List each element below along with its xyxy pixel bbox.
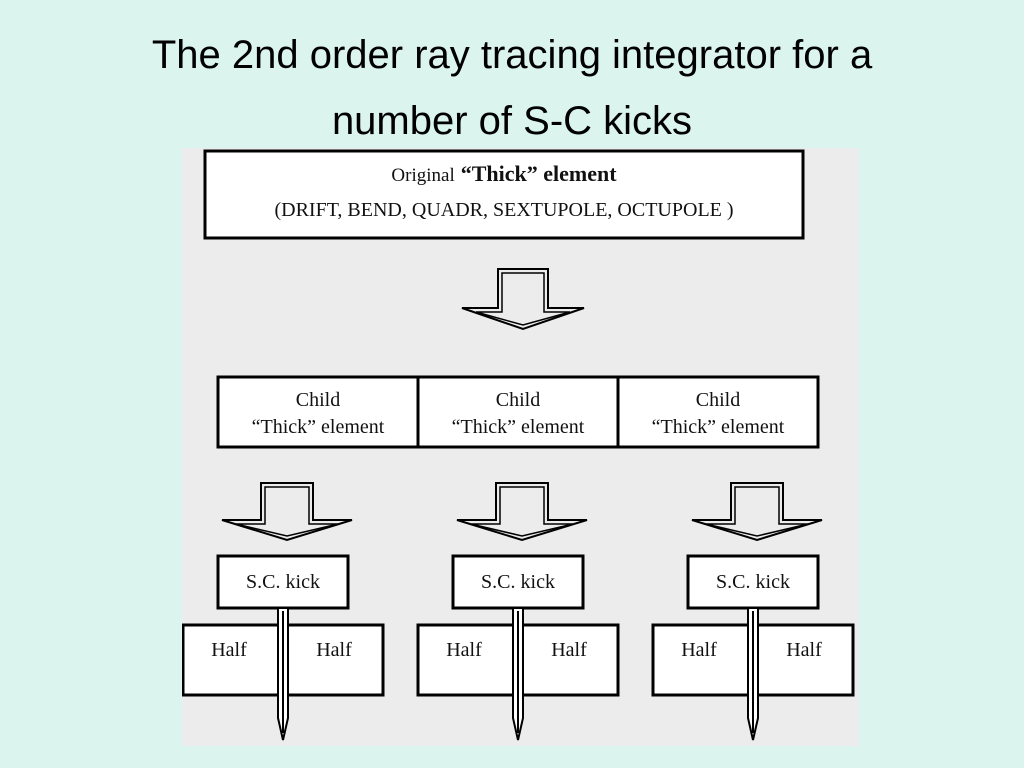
sc-kick-label: S.C. kick: [716, 571, 790, 593]
half-step-box-left: [416, 623, 520, 697]
half-step-box-right: [516, 623, 620, 697]
diagram-canvas: Original “Thick” element (DRIFT, BEND, QU…: [182, 149, 855, 741]
original-label: Original: [391, 165, 454, 186]
half-label: Half: [786, 639, 822, 661]
small-down-arrow-icon: [691, 482, 823, 542]
child-label: Child: [696, 389, 740, 411]
child-thick-label: “Thick” element: [652, 416, 785, 438]
original-element-title: Original “Thick” element: [391, 161, 617, 186]
half-label: Half: [211, 639, 247, 661]
sc-kick-box: [451, 554, 585, 610]
title-line-2: number of S-C kicks: [331, 99, 693, 143]
big-down-arrow-icon: [461, 268, 585, 331]
half-step-box-left: [651, 623, 755, 697]
small-down-arrow-icon: [456, 482, 588, 542]
slide-title: The 2nd order ray tracing integrator for…: [0, 22, 1024, 154]
half-label: Half: [446, 639, 482, 661]
child-thick-label: “Thick” element: [452, 416, 585, 438]
small-down-arrow-icon: [221, 482, 353, 542]
half-label: Half: [681, 639, 717, 661]
half-label: Half: [551, 639, 587, 661]
half-step-box-right: [751, 623, 855, 697]
child-element-row: Child “Thick” element Child “Thick” elem…: [216, 375, 820, 449]
sc-kick-box: [686, 554, 820, 610]
kick-group: S.C. kick Half Half: [416, 554, 620, 741]
thick-element-label: “Thick” element: [461, 161, 617, 186]
diagram-figure: Original “Thick” element (DRIFT, BEND, QU…: [182, 148, 859, 746]
kick-group: S.C. kick Half Half: [182, 554, 385, 741]
child-element-box: [216, 375, 420, 449]
half-label: Half: [316, 639, 352, 661]
half-step-box-left: [182, 623, 285, 697]
child-element-box: [416, 375, 620, 449]
sc-kick-label: S.C. kick: [246, 571, 320, 593]
sc-kick-label: S.C. kick: [481, 571, 555, 593]
half-step-box-right: [281, 623, 385, 697]
kick-group: S.C. kick Half Half: [651, 554, 855, 741]
child-thick-label: “Thick” element: [252, 416, 385, 438]
child-label: Child: [496, 389, 540, 411]
original-element-box: Original “Thick” element (DRIFT, BEND, QU…: [203, 149, 805, 240]
element-type-list: (DRIFT, BEND, QUADR, SEXTUPOLE, OCTUPOLE…: [274, 199, 733, 221]
title-line-1: The 2nd order ray tracing integrator for…: [151, 33, 873, 77]
child-element-box: [616, 375, 820, 449]
child-label: Child: [296, 389, 340, 411]
